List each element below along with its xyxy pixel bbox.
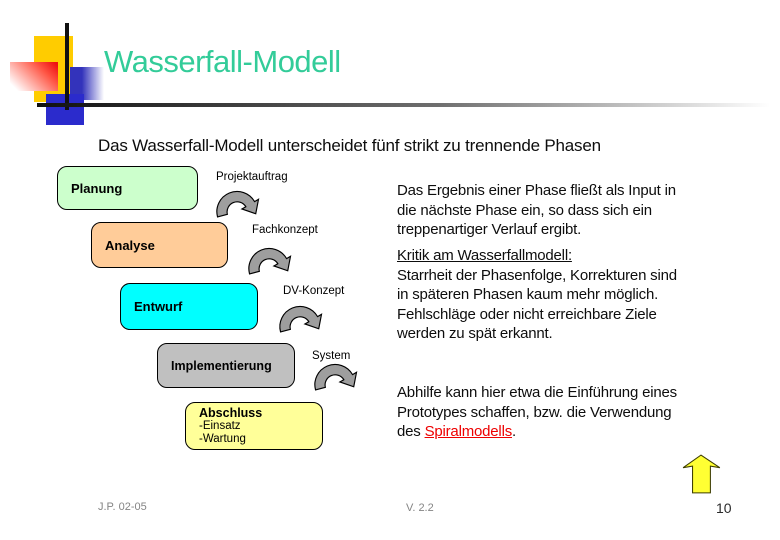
phase-box-entwurf: Entwurf <box>120 283 258 330</box>
curved-flow-arrow-icon <box>279 305 323 333</box>
footer-author: J.P. 02-05 <box>98 501 147 513</box>
note-phase-result: Das Ergebnis einer Phase fließt als Inpu… <box>397 181 752 240</box>
note-line: Das Ergebnis einer Phase fließt als Inpu… <box>397 182 676 199</box>
note-line: Starrheit der Phasenfolge, Korrekturen s… <box>397 266 677 284</box>
transition-label-fachkonzept: Fachkonzept <box>252 224 318 236</box>
note-line: in späteren Phasen kaum mehr möglich. <box>397 286 659 303</box>
curved-flow-arrow-icon <box>314 363 358 391</box>
up-arrow-icon <box>682 454 721 494</box>
critique-heading: Kritik am Wasserfallmodell: <box>397 247 572 264</box>
remedy-suffix: . <box>512 423 516 440</box>
transition-label-projektauftrag: Projektauftrag <box>216 171 288 183</box>
logo-vertical-line <box>65 23 69 110</box>
up-arrow-button[interactable] <box>681 453 723 495</box>
phase-label: Entwurf <box>134 299 183 314</box>
phase-label: Implementierung <box>171 358 272 373</box>
note-line: werden zu spät erkannt. <box>397 325 553 342</box>
phase-box-analyse: Analyse <box>91 222 228 268</box>
curved-flow-arrow-icon <box>216 190 260 218</box>
transition-label-dv-konzept: DV-Konzept <box>283 285 345 297</box>
footer-version: V. 2.2 <box>406 502 434 514</box>
phase-label: Analyse <box>105 237 155 253</box>
curved-flow-arrow-icon <box>248 247 292 275</box>
note-line: Abhilfe kann hier etwa die Einführung ei… <box>397 384 677 401</box>
phase-box-planung: Planung <box>57 166 198 210</box>
phase-label: Abschluss <box>199 406 263 420</box>
note-remedy: Abhilfe kann hier etwa die Einführung ei… <box>397 383 752 442</box>
phase-sublabel: -Wartung <box>199 433 246 445</box>
logo-red-gradient-square <box>10 62 58 91</box>
page-title: Wasserfall-Modell <box>104 44 341 79</box>
note-line: des Spiralmodells. <box>397 422 752 442</box>
phase-sublabel: -Einsatz <box>199 420 241 432</box>
note-line: Prototypes schaffen, bzw. die Verwendung <box>397 403 672 421</box>
phase-box-abschluss: Abschluss -Einsatz -Wartung <box>185 402 323 450</box>
note-line: die nächste Phase ein, so dass sich ein <box>397 201 652 219</box>
header-divider-line <box>37 103 770 107</box>
phase-label: Planung <box>71 180 123 196</box>
phase-box-implementierung: Implementierung <box>157 343 295 388</box>
slide-subtitle: Das Wasserfall-Modell unterscheidet fünf… <box>98 136 601 155</box>
remedy-prefix: des <box>397 423 425 440</box>
spiralmodell-link[interactable]: Spiralmodells <box>424 423 513 440</box>
note-line: Fehlschläge oder nicht erreichbare Ziele <box>397 305 657 323</box>
footer-page-number: 10 <box>716 500 732 516</box>
note-line: treppenartiger Verlauf ergibt. <box>397 221 582 238</box>
note-critique: Kritik am Wasserfallmodell: Starrheit de… <box>397 246 752 344</box>
transition-label-system: System <box>312 350 351 362</box>
